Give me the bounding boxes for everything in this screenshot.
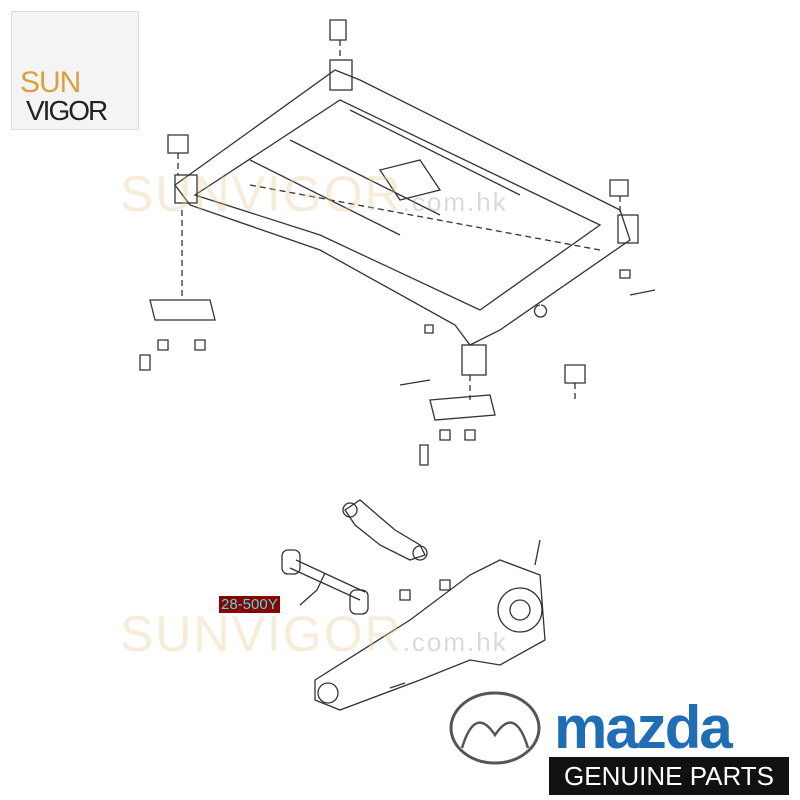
lateral-link-28-500Y [281, 549, 369, 615]
watermark-suffix: .com.hk [402, 627, 508, 657]
mazda-emblem-icon [449, 691, 541, 765]
trailing-arm-knuckle [314, 539, 546, 711]
upper-control-arm [342, 499, 428, 561]
watermark-suffix: .com.hk [402, 187, 508, 217]
part-number-label: 28-500Y [219, 596, 280, 613]
brackets-bolts [139, 269, 656, 466]
logo-sun-text: SUN [20, 66, 81, 99]
rear-subframe [167, 19, 639, 384]
watermark-brand: SUNVIGOR [120, 166, 403, 222]
mazda-wordmark: mazda [554, 694, 733, 761]
watermark: SUNVIGOR.com.hk [120, 165, 508, 223]
logo-vigor-text: VIGOR [26, 95, 108, 126]
assembly-guide-lines [177, 40, 621, 400]
watermark-brand: SUNVIGOR [120, 606, 403, 662]
sunvigor-logo: SUN VIGOR [11, 11, 139, 130]
watermark: SUNVIGOR.com.hk [120, 605, 508, 663]
genuine-parts-banner: GENUINE PARTS [549, 757, 789, 795]
